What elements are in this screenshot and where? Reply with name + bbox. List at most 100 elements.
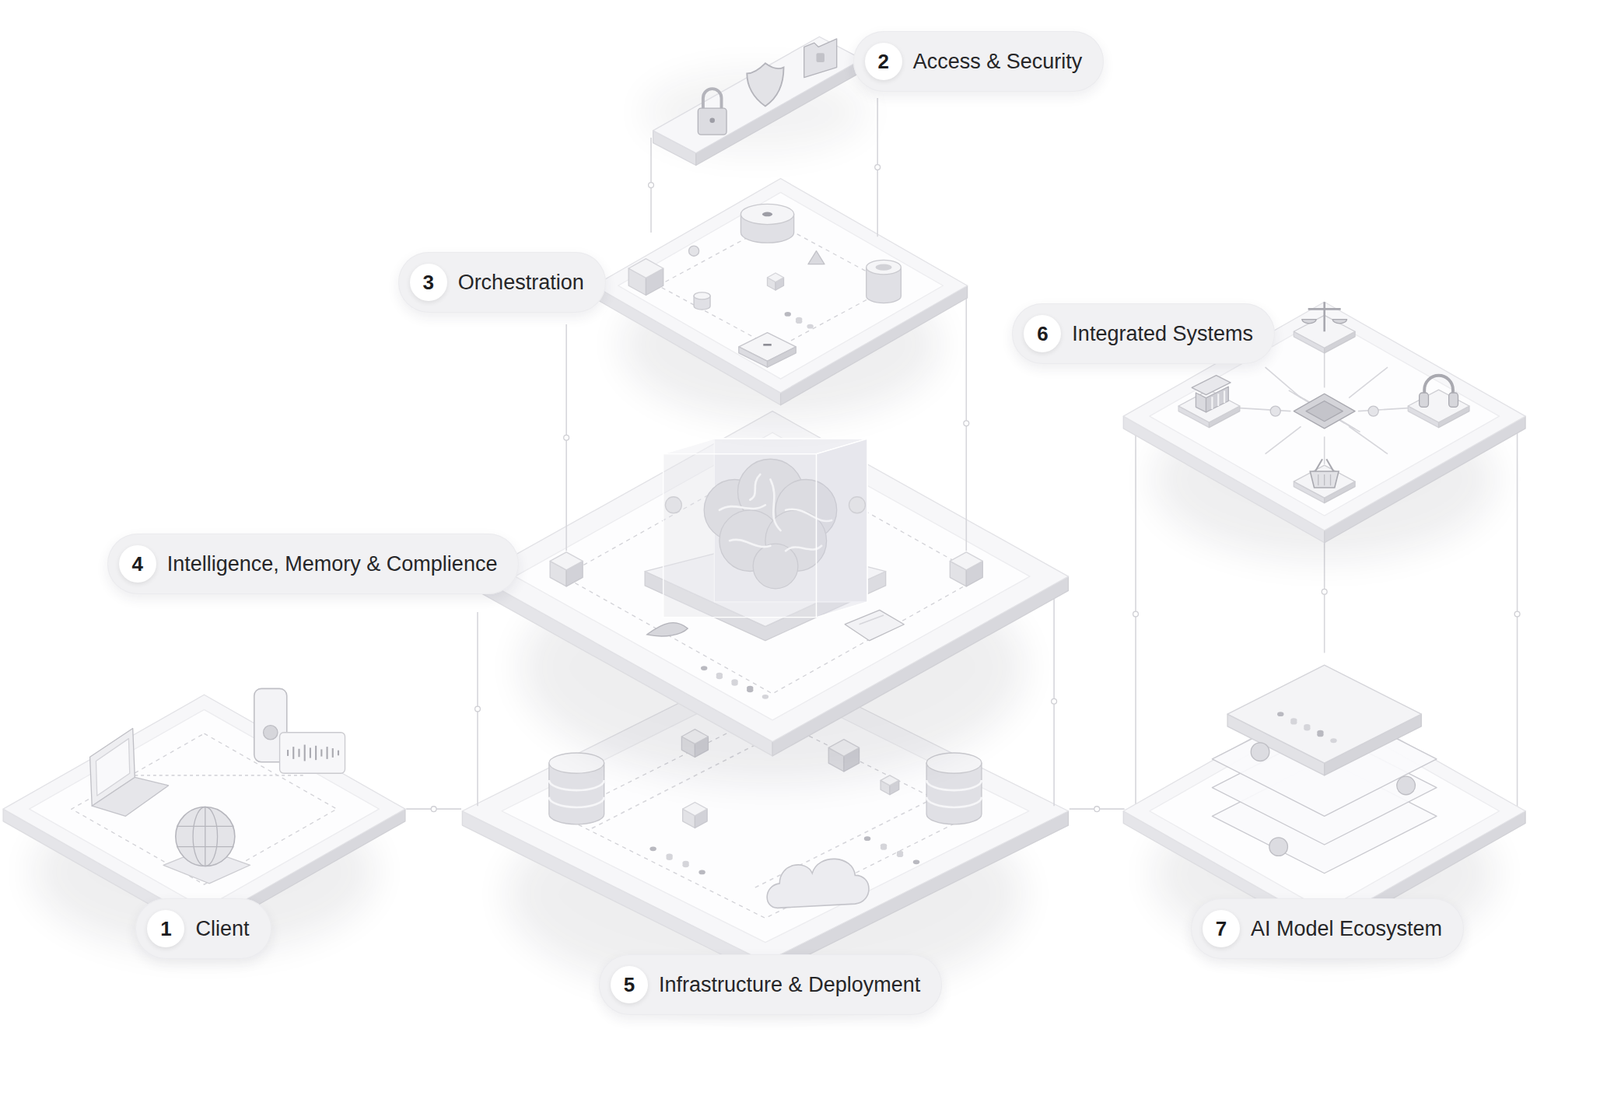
globe <box>175 807 235 867</box>
trace-line <box>1358 408 1408 412</box>
audio-card <box>280 732 346 774</box>
basket-handle <box>1315 458 1334 472</box>
building-column <box>1211 396 1213 410</box>
waveform-bar <box>337 750 340 757</box>
pill-label-text: Infrastructure & Deployment <box>658 972 921 998</box>
callout-number-text: 2 <box>877 51 889 72</box>
model-sphere <box>1396 776 1416 795</box>
building-wall <box>1195 392 1206 413</box>
waveform-bar <box>315 745 317 760</box>
label-pill: Client1 <box>135 898 271 960</box>
orchestration-platform-inset <box>618 192 944 379</box>
cylinder-icon-top <box>866 259 902 274</box>
wire-joint <box>1051 698 1058 704</box>
wire-joint <box>648 182 655 189</box>
model-sphere <box>1269 837 1289 857</box>
trace-line <box>1348 367 1388 398</box>
waveform-bar <box>304 744 306 761</box>
trace-line <box>1323 436 1326 464</box>
scale-pan <box>1302 319 1317 324</box>
dot-grid <box>716 674 723 680</box>
shield-icon <box>746 63 784 106</box>
client-platform-inset <box>29 709 380 909</box>
waveform-bar <box>320 749 323 757</box>
callout-number-text: 4 <box>132 553 144 575</box>
dot-grid <box>896 852 904 858</box>
orchestration-platform-top <box>594 178 968 393</box>
card <box>844 609 904 641</box>
icon-plate-top <box>1407 389 1470 423</box>
trace-node <box>1270 406 1281 417</box>
pill-label-text: AI Model Ecosystem <box>1250 916 1443 942</box>
callout-number: 3 <box>409 263 448 302</box>
node-dot <box>848 497 865 514</box>
callout-number-text: 1 <box>160 918 172 939</box>
model-top <box>1227 665 1422 764</box>
button-side <box>767 346 797 368</box>
waveform-bar <box>297 749 300 757</box>
wire-joint <box>875 164 881 171</box>
waveform-bar <box>326 746 329 760</box>
callout-number: 6 <box>1023 315 1061 353</box>
dot-grid <box>1316 731 1324 737</box>
folder-icon <box>804 38 837 78</box>
glass-cube-side <box>815 438 868 618</box>
trace-node <box>1368 406 1379 417</box>
intelligence-platform-top <box>476 411 1069 743</box>
scale-icon <box>1308 308 1341 311</box>
node-dot <box>665 497 682 514</box>
small-cube <box>880 775 900 786</box>
small-cube <box>949 552 983 571</box>
pill-label-text: Intelligence, Memory & Complience <box>167 551 498 577</box>
globe-parallel <box>176 826 234 827</box>
wire-joint <box>1321 588 1327 595</box>
wire-joint <box>563 434 570 441</box>
small-node <box>689 245 700 256</box>
label-pill: Intelligence, Memory & Complience 4 <box>107 533 520 595</box>
illustration-group <box>3 36 1526 1000</box>
trace-line <box>1348 426 1388 454</box>
basket-slat <box>1323 474 1325 486</box>
waveform-bar <box>309 747 312 758</box>
callout-number-text: 5 <box>623 974 635 995</box>
basket-icon <box>1309 471 1339 488</box>
basket-slat <box>1317 474 1319 486</box>
dot-grid <box>864 836 871 841</box>
button-side <box>738 346 768 368</box>
headset-ear <box>1419 392 1429 407</box>
client-platform-top <box>3 694 406 924</box>
dot-grid <box>1290 720 1297 725</box>
scale-pan <box>1332 319 1347 324</box>
trace-line <box>1265 367 1302 398</box>
dot-grid <box>762 694 769 700</box>
dot-grid <box>649 846 656 851</box>
waveform-bar <box>332 748 334 758</box>
icon-plate-top <box>1293 465 1355 498</box>
callout-number: 7 <box>1202 910 1240 948</box>
building-wall <box>1206 386 1229 413</box>
callout-number-text: 7 <box>1215 918 1227 939</box>
dot-grid <box>700 665 708 671</box>
dot-grid <box>913 859 920 865</box>
headset-ear <box>1449 392 1459 407</box>
disk-top <box>740 203 794 225</box>
intelligence-platform-inset <box>514 432 1030 721</box>
label-pill: Orchestration3 <box>398 252 606 313</box>
lock-shackle <box>703 88 722 111</box>
trace-line <box>1239 408 1292 412</box>
dot-grid <box>795 318 802 324</box>
card-line <box>859 615 884 625</box>
triangle-icon <box>808 251 825 265</box>
small-cube <box>767 273 785 283</box>
circuit-line <box>122 774 307 777</box>
button-mark <box>763 343 771 347</box>
waveform-bar <box>287 749 289 757</box>
database-band <box>926 780 982 791</box>
globe-meridian <box>192 807 218 867</box>
access-plate-top <box>653 36 863 154</box>
database-band <box>549 797 605 808</box>
dot-grid <box>806 324 813 330</box>
chip-core <box>1305 400 1343 421</box>
glass-cube-front <box>663 454 817 618</box>
